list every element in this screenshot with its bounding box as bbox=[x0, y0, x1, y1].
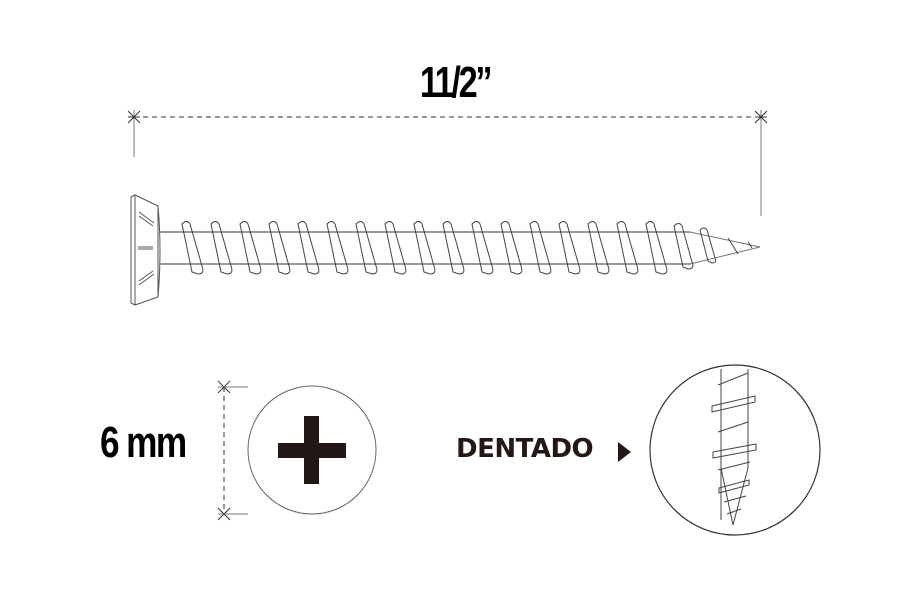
thread-detail-icon bbox=[649, 364, 821, 536]
length-dimension-line bbox=[127, 110, 768, 216]
head-diameter-label: 6 mm bbox=[100, 418, 187, 467]
head-diameter-dimension-line bbox=[217, 380, 248, 521]
triangle-right-icon bbox=[618, 442, 631, 462]
screw-icon bbox=[130, 194, 761, 306]
thread-type-label: DENTADO bbox=[456, 434, 594, 464]
length-dimension-label: 11/2” bbox=[419, 58, 493, 107]
phillips-cross-icon bbox=[247, 385, 377, 515]
